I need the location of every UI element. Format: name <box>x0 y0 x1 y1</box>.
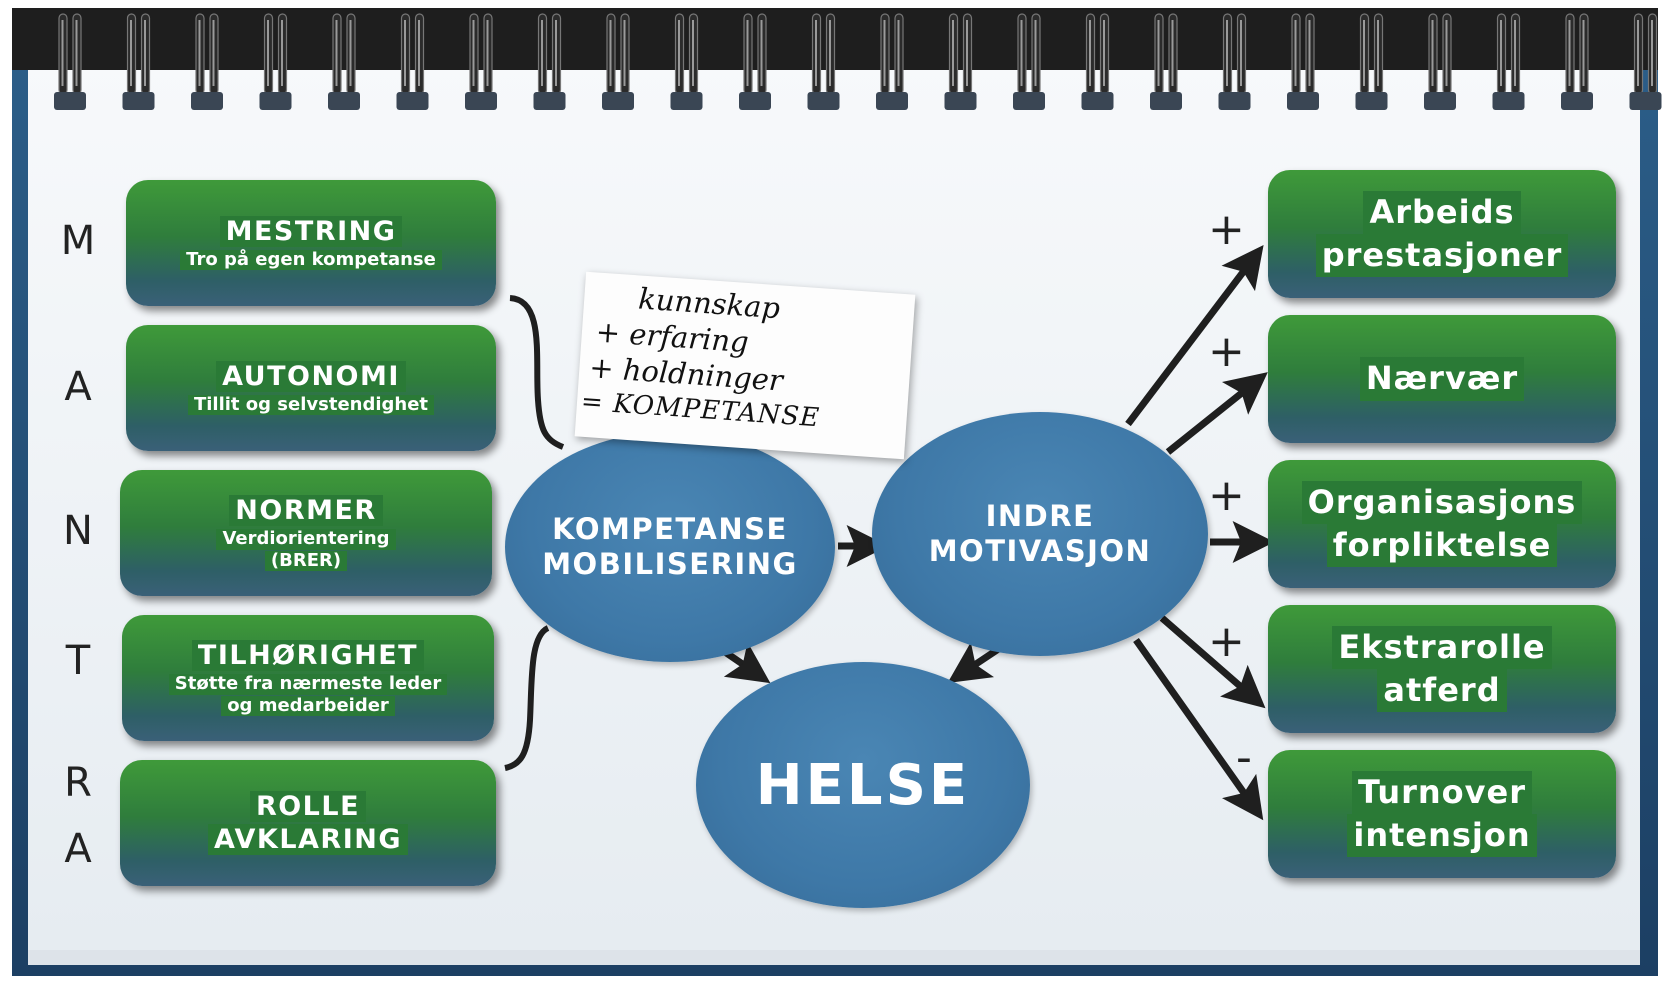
box-rolle-title: ROLLE <box>249 790 367 822</box>
box-naervaer-line-1: Nærvær <box>1359 357 1525 401</box>
mantra-letter-t: T <box>65 638 91 684</box>
box-tilhorighet-title: TILHØRIGHET <box>191 639 425 671</box>
box-turnover-line-2: intensjon <box>1347 814 1537 858</box>
binding-ring <box>1492 13 1525 110</box>
box-normer: NORMER Verdiorientering (BRER) <box>120 470 492 596</box>
binding-ring <box>1287 13 1319 110</box>
box-organisasjons-line-2: forpliktelse <box>1326 524 1558 568</box>
sign-organisasjons: + <box>1208 470 1245 521</box>
binding-ring <box>533 13 566 110</box>
circle-indre-motivasjon: INDRE MOTIVASJON <box>872 412 1208 656</box>
circle-kompetanse-line-2: MOBILISERING <box>542 547 798 581</box>
arrow-to-ekstrarolle <box>1159 615 1266 709</box>
mantra-letter-a: A <box>64 364 92 410</box>
binding-ring <box>876 13 908 110</box>
box-turnover-intensjon: Turnover intensjon <box>1268 750 1616 878</box>
mantra-letter-a2: A <box>64 826 92 872</box>
box-turnover-line-1: Turnover <box>1352 770 1532 814</box>
circle-motivasjon-line-2: MOTIVASJON <box>928 534 1152 568</box>
circle-helse: HELSE <box>696 662 1030 908</box>
box-normer-sub-1: Verdiorientering <box>216 528 396 550</box>
box-naervaer: Nærvær <box>1268 315 1616 443</box>
box-organisasjons-line-1: Organisasjons <box>1301 480 1583 524</box>
box-ekstrarolle-line-2: atferd <box>1377 669 1507 713</box>
binding-ring <box>739 13 771 110</box>
binding-ring <box>1081 13 1114 110</box>
binding-ring <box>465 13 497 110</box>
box-rolle: ROLLE AVKLARING <box>120 760 496 886</box>
box-tilhorighet-sub-1: Støtte fra nærmeste leder <box>168 673 448 695</box>
arrow-to-arbeids <box>1125 244 1264 427</box>
box-arbeids-line-1: Arbeids <box>1363 190 1521 234</box>
binding-ring <box>944 13 977 110</box>
binding-ring <box>122 13 155 110</box>
binding-ring <box>1218 13 1251 110</box>
binding-ring <box>1013 13 1045 110</box>
binding-ring <box>1150 13 1182 110</box>
mantra-letter-m: M <box>60 218 96 264</box>
sign-turnover: - <box>1236 732 1252 783</box>
bracket-lower <box>504 625 550 771</box>
arrow-to-turnover <box>1133 637 1264 821</box>
mantra-letter-n: N <box>63 508 93 554</box>
box-autonomi: AUTONOMI Tillit og selvstendighet <box>126 325 496 451</box>
binding-ring <box>54 13 86 110</box>
circle-kompetanse-line-1: KOMPETANSE <box>552 512 788 547</box>
bracket-upper <box>509 295 565 450</box>
box-ekstrarolle-line-1: Ekstrarolle <box>1332 625 1552 669</box>
box-ekstrarolle-atferd: Ekstrarolle atferd <box>1268 605 1616 733</box>
box-tilhorighet-sub-2: og medarbeider <box>221 695 395 717</box>
mantra-letter-r: R <box>64 760 92 806</box>
arrow-to-naervaer <box>1165 372 1268 455</box>
binding-ring <box>191 13 223 110</box>
sign-ekstrarolle: + <box>1208 616 1245 667</box>
box-normer-title: NORMER <box>229 494 383 526</box>
box-autonomi-title: AUTONOMI <box>216 360 406 392</box>
binding-ring <box>602 13 634 110</box>
box-arbeids-prestasjoner: Arbeids prestasjoner <box>1268 170 1616 298</box>
box-rolle-sub: AVKLARING <box>207 824 409 856</box>
circle-motivasjon-line-1: INDRE <box>985 499 1095 534</box>
circle-kompetanse-mobilisering: KOMPETANSE MOBILISERING <box>505 432 835 662</box>
note-line-4: = KOMPETANSE <box>580 386 821 434</box>
sign-naervaer: + <box>1208 326 1245 377</box>
box-organisasjons-forpliktelse: Organisasjons forpliktelse <box>1268 460 1616 588</box>
arrow-motivasjon-to-helse <box>947 642 1002 683</box>
box-arbeids-line-2: prestasjoner <box>1315 234 1569 278</box>
binding-ring <box>1561 13 1593 110</box>
binding-ring <box>396 13 429 110</box>
box-normer-sub-2: (BRER) <box>264 550 348 572</box>
box-mestring-title: MESTRING <box>219 215 403 247</box>
binding-ring <box>259 13 292 110</box>
box-mestring: MESTRING Tro på egen kompetanse <box>126 180 496 306</box>
box-mestring-sub: Tro på egen kompetanse <box>180 249 442 271</box>
box-autonomi-sub: Tillit og selvstendighet <box>187 394 435 416</box>
box-tilhorighet: TILHØRIGHET Støtte fra nærmeste leder og… <box>122 615 494 741</box>
binding-ring <box>1629 13 1662 110</box>
binding-ring <box>1355 13 1388 110</box>
binding-ring <box>328 13 360 110</box>
sign-arbeids: + <box>1208 204 1245 255</box>
binding-ring <box>807 13 840 110</box>
kompetanse-note-card: kunnskap + erfaring + holdninger = KOMPE… <box>574 271 916 460</box>
circle-helse-label: HELSE <box>755 752 971 818</box>
binding-ring <box>1424 13 1456 110</box>
binding-ring <box>670 13 703 110</box>
